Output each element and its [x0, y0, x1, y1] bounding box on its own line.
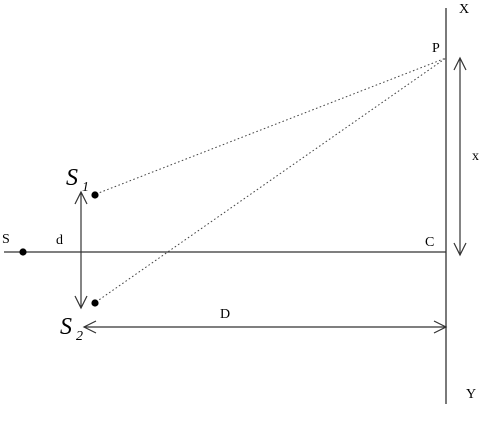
- label-C: C: [425, 235, 434, 250]
- svg-text:S: S: [60, 314, 72, 340]
- slit1-point: [91, 191, 99, 199]
- label-S: S: [2, 232, 10, 247]
- label-S1: S 1: [66, 165, 89, 195]
- label-X: X: [459, 2, 469, 17]
- label-d: d: [56, 233, 63, 248]
- screen-distance-arrow: [82, 320, 448, 334]
- svg-text:2: 2: [76, 329, 83, 344]
- slit-separation-arrow: [74, 190, 88, 310]
- ray-s1-to-p: [95, 57, 447, 195]
- label-D: D: [220, 307, 230, 322]
- svg-text:S: S: [66, 165, 78, 191]
- fringe-position-arrow: [453, 56, 467, 257]
- source-point: [19, 248, 27, 256]
- slit2-point: [91, 299, 99, 307]
- ray-s2-to-p: [95, 57, 447, 303]
- svg-text:1: 1: [82, 180, 89, 195]
- label-P: P: [432, 41, 440, 56]
- label-x: x: [472, 149, 479, 164]
- label-Y: Y: [466, 387, 476, 402]
- label-S2: S 2: [60, 314, 83, 344]
